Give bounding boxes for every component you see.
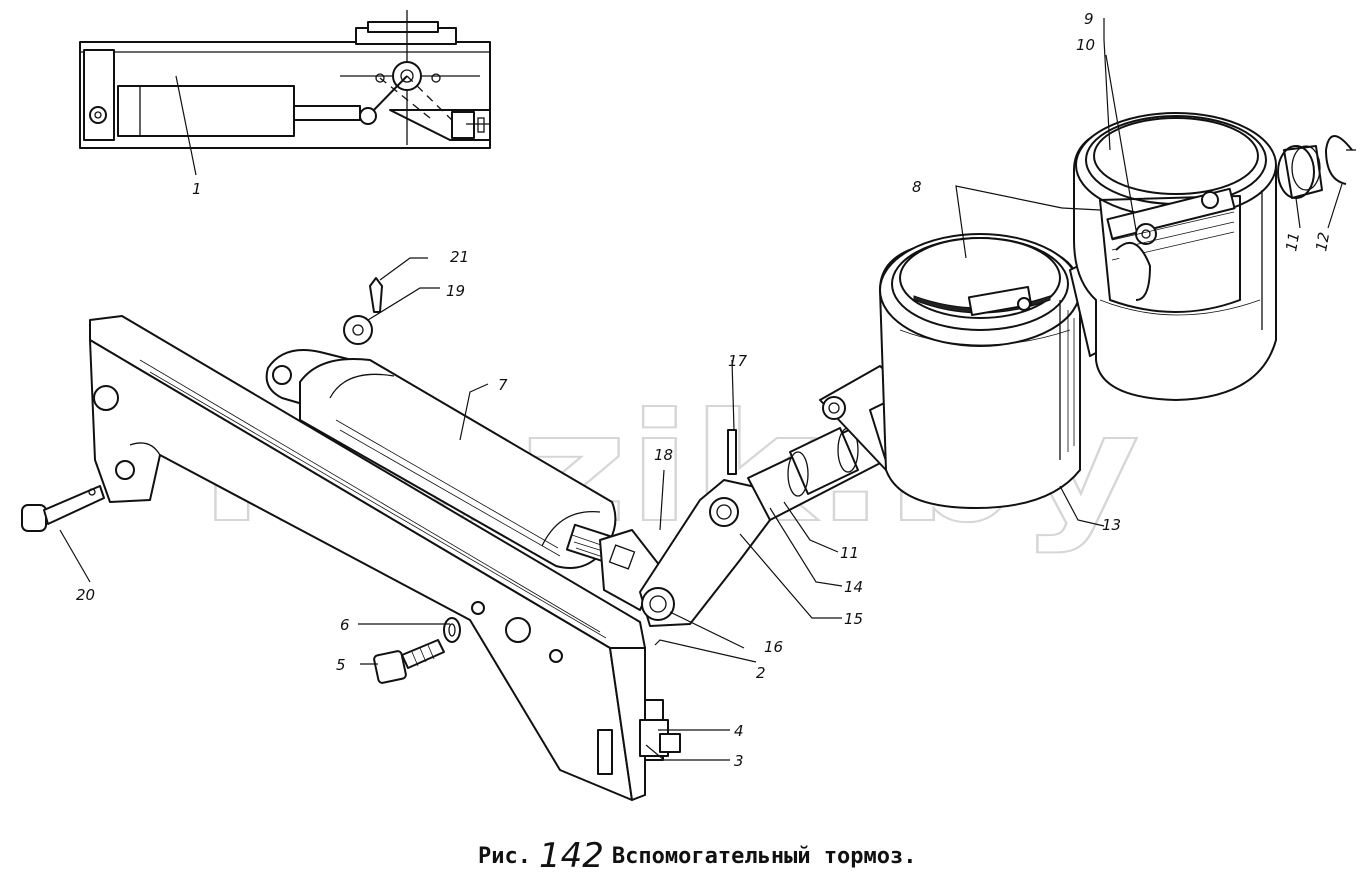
callout-11b: 11 <box>840 544 859 562</box>
shaft <box>747 419 891 521</box>
callout-19: 19 <box>446 282 465 300</box>
throttle-housing-rear <box>1073 112 1277 401</box>
bracket <box>89 315 646 801</box>
callout-4: 4 <box>734 722 744 740</box>
caption-title: Вспомогательный тормоз. <box>611 844 917 869</box>
lever-pin <box>727 429 737 475</box>
caption-prefix: Рис. <box>478 844 531 869</box>
callout-1: 1 <box>192 180 202 198</box>
callout-12: 12 <box>1312 231 1333 253</box>
callout-2: 2 <box>756 664 766 682</box>
callout-3: 3 <box>734 752 744 770</box>
leader-lines <box>59 18 1343 761</box>
callout-15: 15 <box>844 610 863 628</box>
throttle-housing-front <box>879 233 1081 509</box>
nut-and-stud <box>639 699 681 761</box>
callout-5: 5 <box>336 656 346 674</box>
pneumatic-cylinder <box>265 349 617 569</box>
figure-caption: Рис. 142 Вспомогательный тормоз. <box>478 836 917 876</box>
callout-9: 9 <box>1084 10 1094 28</box>
caption-number: 142 <box>538 836 604 876</box>
bolt-and-washer <box>373 617 461 684</box>
callout-10: 10 <box>1076 36 1095 54</box>
callout-20: 20 <box>76 586 95 604</box>
callout-6: 6 <box>340 616 350 634</box>
inset-schematic <box>79 10 491 149</box>
callout-8: 8 <box>912 178 922 196</box>
callout-13: 13 <box>1102 516 1121 534</box>
bushing-and-ring <box>1277 135 1356 199</box>
callout-16: 16 <box>764 638 783 656</box>
callout-14: 14 <box>844 578 863 596</box>
callout-17: 17 <box>728 352 748 370</box>
callout-21: 21 <box>450 248 469 266</box>
pin <box>21 485 105 532</box>
callout-7: 7 <box>498 376 508 394</box>
callouts: 1 2 3 4 5 6 7 8 9 10 11 12 13 11 14 15 1… <box>76 10 1333 770</box>
cotter-and-washer <box>343 277 383 345</box>
callout-11a: 11 <box>1282 231 1303 253</box>
callout-18: 18 <box>654 446 673 464</box>
